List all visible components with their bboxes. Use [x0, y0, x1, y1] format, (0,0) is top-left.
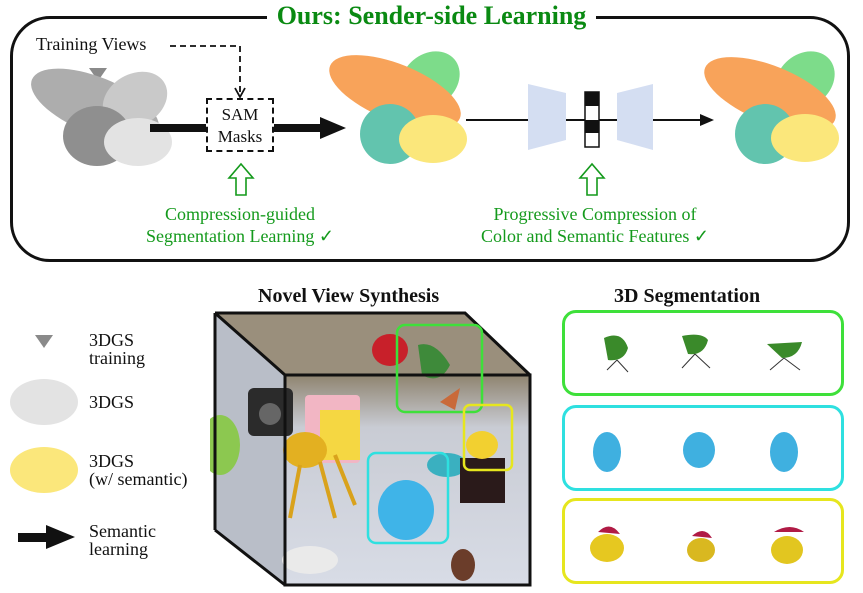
- segmentation-renders: [590, 334, 804, 564]
- rubik-cube-object: [460, 458, 505, 503]
- duck-bounding-box: [462, 403, 514, 472]
- semantic-arrowhead-icon: [320, 117, 346, 139]
- dashed-connector: [170, 45, 241, 94]
- apple-object: [372, 334, 408, 366]
- legend-item-3dgs-semantic: 3DGS(w/ semantic): [89, 451, 188, 489]
- yellow-ellipse-icon: [10, 447, 78, 493]
- sam-masks-box: SAM Masks: [206, 98, 274, 152]
- chair-bounding-box: [395, 323, 484, 414]
- bottleneck-feature-icon: [584, 91, 600, 148]
- novel-view-scene: [210, 311, 532, 587]
- gray-ellipse-icon: [10, 379, 78, 425]
- semantic-arrow-shaft-right: [274, 124, 322, 132]
- encoder-shape: [528, 84, 566, 150]
- chair-view: [604, 334, 802, 373]
- triangle-icon: [35, 335, 53, 348]
- chair-object: [418, 344, 450, 379]
- training-views-label: Training Views: [36, 34, 147, 54]
- duck-object: [466, 431, 498, 459]
- jake-figure: [283, 432, 327, 468]
- training-triangle-icon: [89, 68, 107, 81]
- dashed-arrowhead-icon: [234, 87, 246, 99]
- top-panel-title: Ours: Sender-side Learning: [0, 0, 863, 32]
- legend-item-3dgs: 3DGS: [89, 392, 135, 412]
- arrow-icon: [46, 525, 75, 549]
- up-arrow-left-icon: [227, 162, 255, 196]
- top-diagram: [31, 45, 839, 196]
- sam-box-line1: SAM: [221, 105, 259, 124]
- semantic-gaussians-middle: [329, 51, 467, 164]
- gray-gaussians: [31, 68, 172, 166]
- semantic-gaussians-right: [704, 51, 839, 164]
- elephant-bounding-box: [366, 451, 450, 545]
- cube-frame: [213, 311, 532, 587]
- duck-view: [590, 526, 804, 564]
- decoder-shape: [617, 84, 653, 150]
- segmentation-title: 3D Segmentation: [614, 285, 761, 307]
- semantic-arrow-shaft-left: [150, 124, 208, 132]
- elephant-object: [378, 480, 434, 540]
- novel-view-title: Novel View Synthesis: [258, 285, 440, 307]
- caption-progressive-compression: Progressive Compression of Color and Sem…: [480, 204, 710, 246]
- elephant-view: [593, 432, 798, 472]
- legend-icons: [10, 335, 78, 549]
- segmentation-row-elephant: [562, 405, 844, 491]
- segmentation-row-chair: [562, 310, 844, 396]
- segmentation-row-duck: [562, 498, 844, 584]
- arrowhead-icon: [700, 114, 714, 126]
- sam-box-line2: Masks: [217, 127, 263, 146]
- caption-compression-guided: Compression-guided Segmentation Learning…: [145, 204, 335, 246]
- up-arrow-right-icon: [578, 162, 606, 196]
